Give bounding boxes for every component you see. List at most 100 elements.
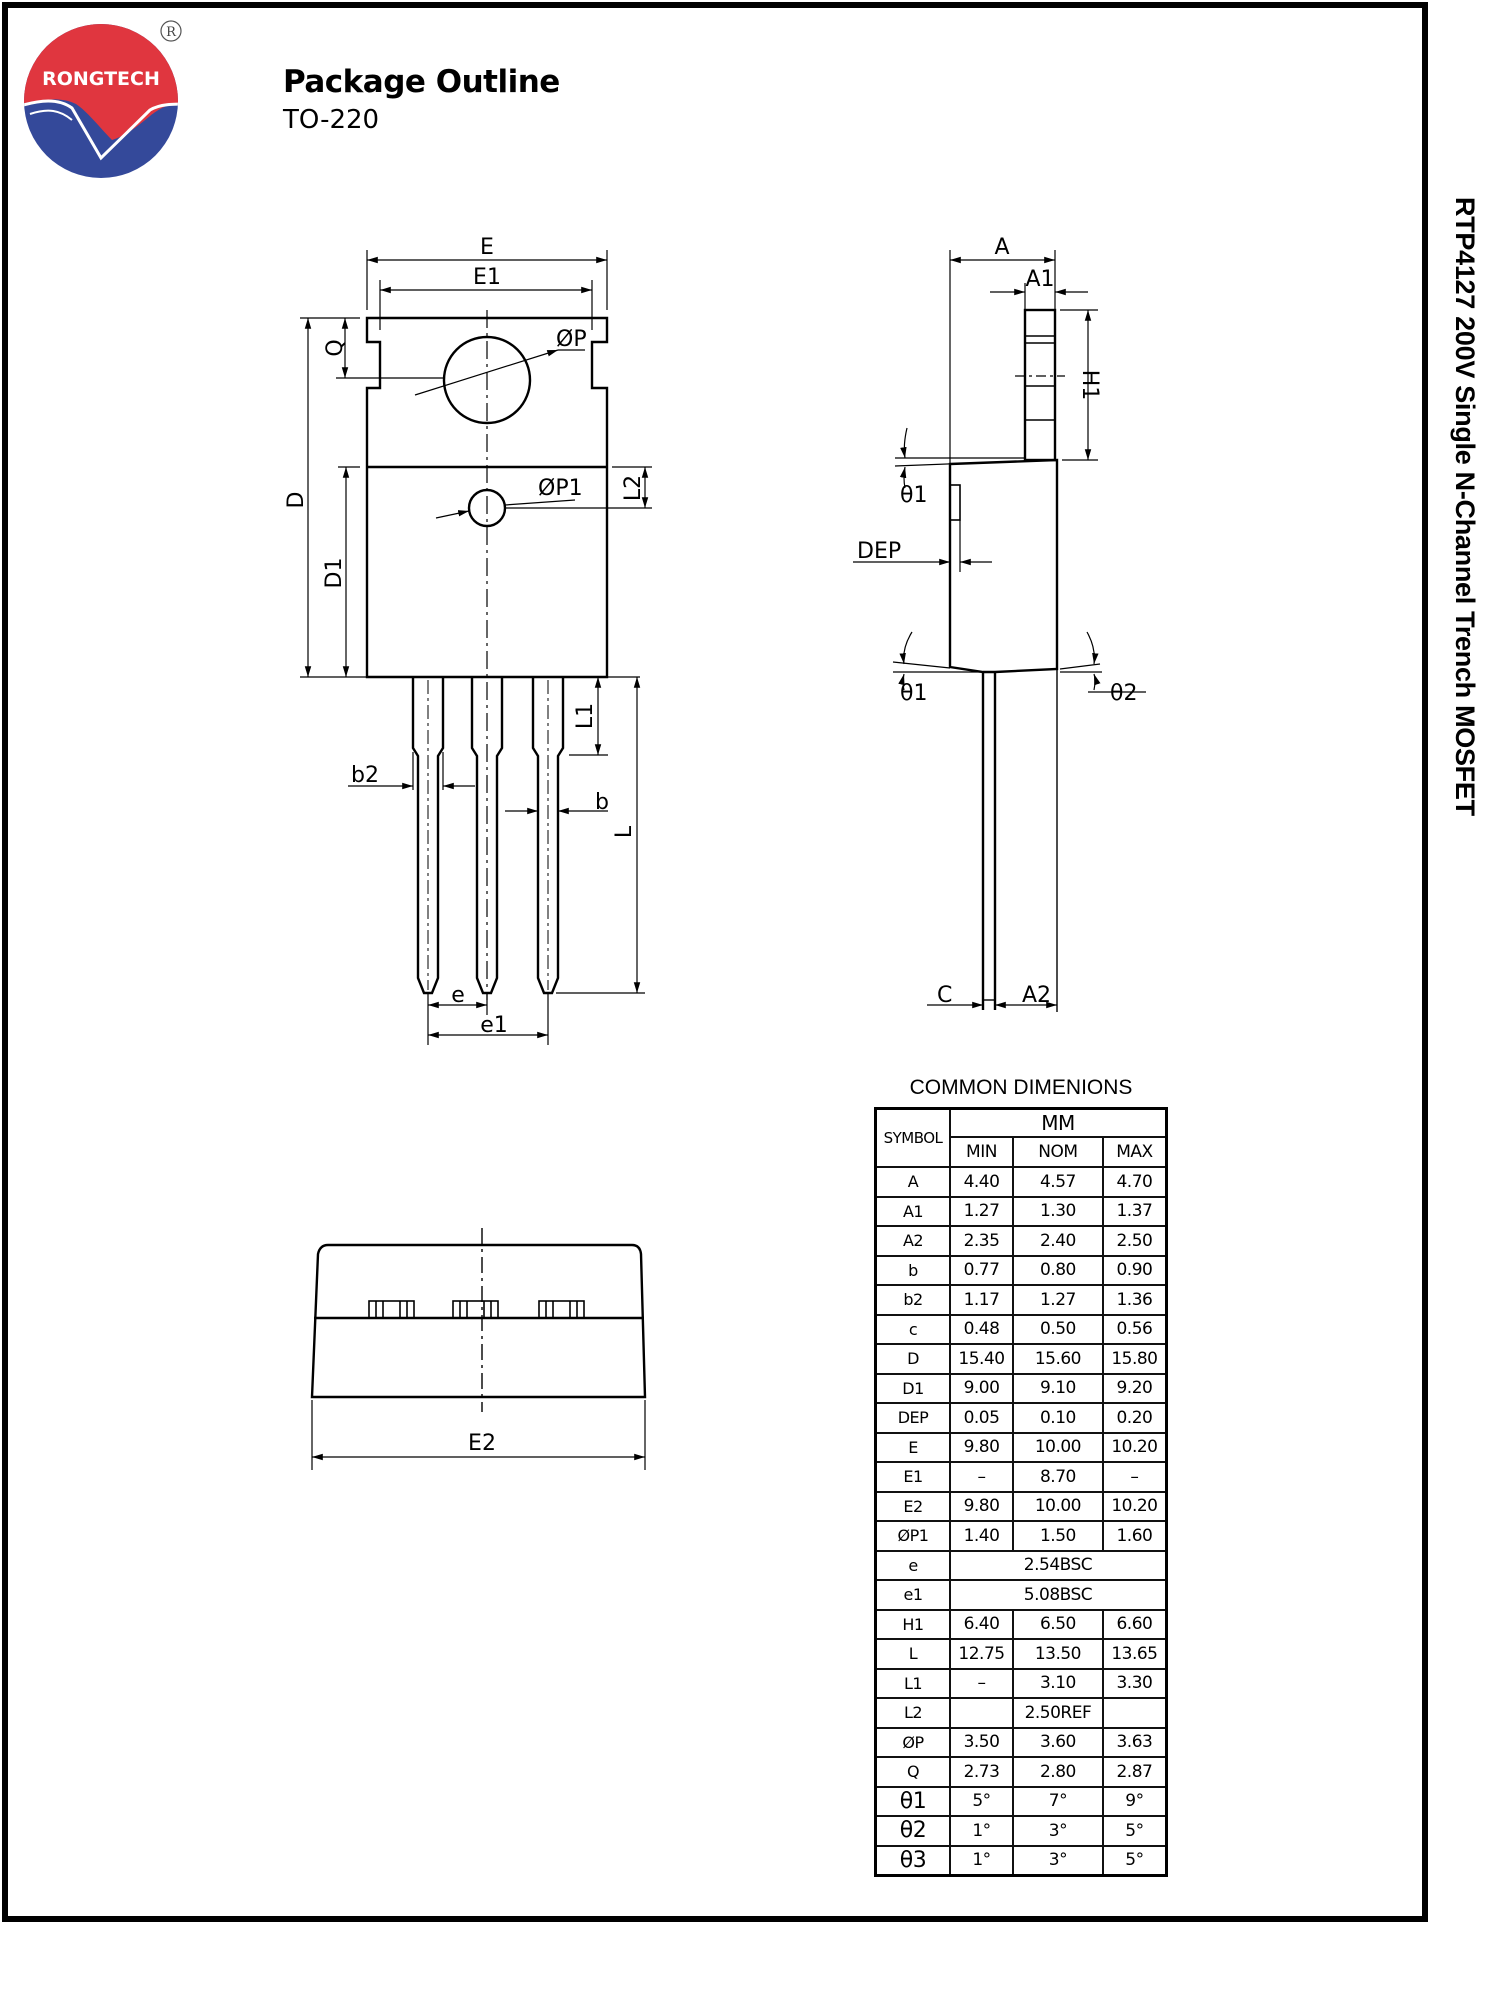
label-D: D (284, 492, 309, 509)
nom-cell: 3° (1012, 1815, 1104, 1847)
nom-cell: 3.10 (1012, 1667, 1104, 1699)
nom-cell: 1.50 (1012, 1520, 1104, 1552)
max-cell: 15.80 (1101, 1343, 1168, 1375)
min-cell: 1.17 (949, 1284, 1014, 1316)
nom-cell: 2.50REF (1012, 1697, 1104, 1729)
symbol-cell: E1 (874, 1461, 951, 1493)
symbol-cell: θ1 (874, 1785, 951, 1817)
max-cell: 1.36 (1101, 1284, 1168, 1316)
nom-cell: 2.40 (1012, 1225, 1104, 1257)
label-E: E (480, 235, 494, 260)
nom-cell: 10.00 (1012, 1431, 1104, 1463)
symbol-cell: L2 (874, 1697, 951, 1729)
min-cell: 0.05 (949, 1402, 1014, 1434)
nom-cell: 9.10 (1012, 1372, 1104, 1404)
front-view (300, 250, 652, 1045)
min-cell: 12.75 (949, 1638, 1014, 1670)
registered-letter: R (166, 25, 177, 40)
label-b: b (595, 790, 609, 815)
label-E1: E1 (473, 265, 501, 290)
symbol-cell: DEP (874, 1402, 951, 1434)
min-cell: 4.40 (949, 1166, 1014, 1198)
nom-cell: 13.50 (1012, 1638, 1104, 1670)
nom-cell: 0.50 (1012, 1313, 1104, 1345)
symbol-cell: E2 (874, 1490, 951, 1522)
min-cell: 2.73 (949, 1756, 1014, 1788)
symbol-cell: Q (874, 1756, 951, 1788)
logo-text: RONGTECH (42, 68, 160, 90)
label-DEP: DEP (857, 539, 901, 564)
symbol-cell: A2 (874, 1225, 951, 1257)
lead-1 (411, 677, 445, 995)
min-cell: – (949, 1667, 1014, 1699)
max-cell: 9° (1101, 1785, 1168, 1817)
rongtech-logo: RONGTECH R (24, 20, 182, 178)
max-cell: 3.30 (1101, 1667, 1168, 1699)
min-cell: 6.40 (949, 1608, 1014, 1640)
label-L1: L1 (573, 703, 598, 729)
max-cell: 5° (1101, 1815, 1168, 1847)
nom-cell: 3.60 (1012, 1726, 1104, 1758)
side-view-labels: A A1 H1 θ1 DEP θ1 θ2 C A2 (857, 235, 1137, 1008)
max-cell: 2.50 (1101, 1225, 1168, 1257)
registered-circle (160, 20, 182, 42)
package-name: TO-220 (283, 105, 380, 135)
label-theta2: θ2 (1110, 681, 1137, 706)
nom-cell: 1.30 (1012, 1195, 1104, 1227)
max-cell: 0.90 (1101, 1254, 1168, 1286)
min-header: MIN (949, 1136, 1014, 1168)
max-cell: 1.37 (1101, 1195, 1168, 1227)
lead-3 (531, 677, 565, 995)
symbol-cell: A1 (874, 1195, 951, 1227)
symbol-cell: e (874, 1549, 951, 1581)
min-cell: – (949, 1461, 1014, 1493)
label-L: L (612, 825, 637, 838)
value-cell-span: 5.08BSC (949, 1579, 1168, 1611)
symbol-cell: ØP (874, 1726, 951, 1758)
symbol-cell: b (874, 1254, 951, 1286)
side-view (853, 250, 1146, 1012)
table-row: E1–8.70– (874, 1461, 1168, 1493)
label-A1: A1 (1025, 267, 1054, 292)
nom-cell: 0.80 (1012, 1254, 1104, 1286)
label-D1: D1 (322, 558, 347, 589)
label-Q: Q (323, 339, 348, 356)
min-cell: 1° (949, 1844, 1014, 1877)
bottom-view (310, 1228, 647, 1470)
symbol-cell: L (874, 1638, 951, 1670)
max-cell: 2.87 (1101, 1756, 1168, 1788)
nom-cell: 0.10 (1012, 1402, 1104, 1434)
nom-cell: 15.60 (1012, 1343, 1104, 1375)
min-cell: 1° (949, 1815, 1014, 1847)
front-view-labels: E E1 ØP Q D D1 ØP1 L2 L1 L b b2 e e1 (284, 235, 646, 1038)
min-cell: 3.50 (949, 1726, 1014, 1758)
min-cell: 1.27 (949, 1195, 1014, 1227)
nom-cell: 2.80 (1012, 1756, 1104, 1788)
max-cell: 9.20 (1101, 1372, 1168, 1404)
label-A: A (994, 235, 1009, 260)
min-cell: 9.80 (949, 1490, 1014, 1522)
label-theta1-top: θ1 (900, 483, 927, 508)
unit-header: MM (949, 1107, 1168, 1138)
nom-cell: 7° (1012, 1785, 1104, 1817)
max-cell: 1.60 (1101, 1520, 1168, 1552)
min-cell: 0.77 (949, 1254, 1014, 1286)
max-cell: 13.65 (1101, 1638, 1168, 1670)
label-e: e (451, 983, 465, 1008)
nom-cell: 3° (1012, 1844, 1104, 1877)
table-title: COMMON DIMENIONS (909, 1076, 1133, 1099)
symbol-cell: D1 (874, 1372, 951, 1404)
